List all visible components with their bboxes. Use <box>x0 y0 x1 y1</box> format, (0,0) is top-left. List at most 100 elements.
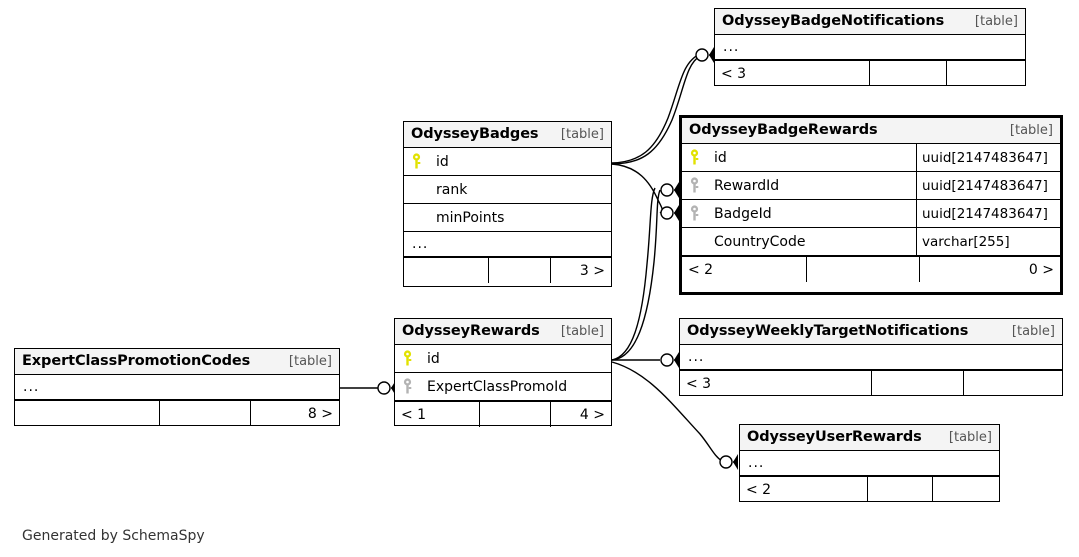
table-title: OdysseyBadgeNotifications <box>722 13 945 29</box>
table-type-tag: [table] <box>560 323 604 339</box>
column-name-cell: ... <box>680 349 1062 365</box>
footer-middle <box>807 257 920 282</box>
footer-middle <box>870 61 947 86</box>
footer-right <box>933 477 999 502</box>
no-key-spacer <box>689 233 705 251</box>
column-name: ... <box>748 455 765 471</box>
table-row[interactable]: id uuid[2147483647] <box>682 144 1060 172</box>
footer-right: 0 > <box>1028 261 1054 278</box>
column-name-cell: minPoints <box>404 209 611 227</box>
column-type: uuid[2147483647] <box>916 200 1060 227</box>
table-row[interactable]: minPoints <box>404 204 611 232</box>
table-OdysseyBadges[interactable]: OdysseyBadges [table] id rank minPoints <box>403 121 612 287</box>
column-name: CountryCode <box>714 233 806 250</box>
table-footer: < 3 <box>715 60 1025 86</box>
footer-right: 8 > <box>307 405 333 422</box>
table-header: ExpertClassPromotionCodes [table] <box>15 349 339 375</box>
table-ExpertClassPromotionCodes[interactable]: ExpertClassPromotionCodes [table] ... 8 … <box>14 348 340 426</box>
optional-circle <box>660 183 674 197</box>
column-name: ... <box>412 236 429 252</box>
table-title: OdysseyWeeklyTargetNotifications <box>687 323 969 339</box>
column-name-cell: BadgeId <box>682 204 916 223</box>
column-type: varchar[255] <box>916 228 1060 255</box>
table-footer: 8 > <box>15 400 339 426</box>
column-name-cell: ... <box>740 455 999 471</box>
table-header: OdysseyUserRewards [table] <box>740 425 999 451</box>
optional-circle <box>695 48 709 62</box>
table-OdysseyUserRewards[interactable]: OdysseyUserRewards [table] ... < 2 <box>739 424 1000 502</box>
table-row[interactable]: BadgeId uuid[2147483647] <box>682 200 1060 228</box>
table-header: OdysseyWeeklyTargetNotifications [table] <box>680 319 1062 345</box>
column-name-cell: id <box>682 148 916 167</box>
column-name-cell: RewardId <box>682 176 916 195</box>
table-row[interactable]: CountryCode varchar[255] <box>682 228 1060 256</box>
no-key-spacer <box>411 209 427 227</box>
table-header: OdysseyBadgeNotifications [table] <box>715 9 1025 35</box>
table-row[interactable]: id <box>404 148 611 176</box>
column-name: RewardId <box>714 177 780 194</box>
column-name: ... <box>23 379 40 395</box>
column-name-cell: ... <box>404 236 611 252</box>
footer-middle <box>872 371 964 396</box>
table-row[interactable]: ... <box>15 375 339 400</box>
table-row[interactable]: ... <box>715 35 1025 60</box>
table-row[interactable]: ... <box>740 451 999 476</box>
table-footer: < 2 <box>740 476 999 502</box>
column-name-cell: id <box>404 152 611 171</box>
footer-left <box>15 401 160 426</box>
table-row[interactable]: ... <box>680 345 1062 370</box>
column-name: ExpertClassPromoId <box>427 378 568 395</box>
table-type-tag: [table] <box>1011 323 1055 339</box>
table-OdysseyWeeklyTargetNotifications[interactable]: OdysseyWeeklyTargetNotifications [table]… <box>679 318 1063 396</box>
optional-circle <box>660 206 674 220</box>
footer-middle <box>868 477 933 502</box>
column-type: uuid[2147483647] <box>916 144 1060 171</box>
footer-middle <box>160 401 251 426</box>
table-header: OdysseyRewards [table] <box>395 319 611 345</box>
table-OdysseyRewards[interactable]: OdysseyRewards [table] id ExpertClassPro… <box>394 318 612 427</box>
optional-circle <box>377 381 391 395</box>
footer-right: 4 > <box>579 406 605 423</box>
foreign-key-icon <box>689 204 705 223</box>
table-row[interactable]: ... <box>404 232 611 257</box>
optional-circle <box>660 353 674 367</box>
footer-right <box>964 371 1062 396</box>
table-header: OdysseyBadges [table] <box>404 122 611 148</box>
table-type-tag: [table] <box>560 126 604 142</box>
footer-left: < 3 <box>715 61 870 86</box>
table-title: OdysseyRewards <box>402 323 540 339</box>
optional-circle <box>719 455 733 469</box>
column-name-cell: id <box>395 349 611 368</box>
table-title: OdysseyUserRewards <box>747 429 922 445</box>
primary-key-icon <box>689 148 705 167</box>
column-type: uuid[2147483647] <box>916 172 1060 199</box>
table-title: ExpertClassPromotionCodes <box>22 353 251 369</box>
column-name: id <box>427 350 440 367</box>
table-row[interactable]: RewardId uuid[2147483647] <box>682 172 1060 200</box>
table-type-tag: [table] <box>948 429 992 445</box>
table-footer: < 2 0 > <box>682 256 1060 282</box>
edge-rewards-to-badgerewards-rewardid <box>611 189 661 361</box>
column-name-cell: rank <box>404 181 611 199</box>
primary-key-icon <box>411 152 427 171</box>
column-name-cell: ... <box>715 39 1025 55</box>
table-OdysseyBadgeRewards[interactable]: OdysseyBadgeRewards [table] id uuid[2147… <box>679 115 1063 295</box>
table-row[interactable]: id <box>395 345 611 373</box>
edge-rewards-riser-strand <box>611 187 656 361</box>
crowsfoot <box>733 454 738 470</box>
table-type-tag: [table] <box>1009 122 1053 138</box>
footer-left: < 1 <box>395 402 480 427</box>
column-name: ... <box>723 39 740 55</box>
table-OdysseyBadgeNotifications[interactable]: OdysseyBadgeNotifications [table] ... < … <box>714 8 1026 86</box>
column-name: id <box>714 149 727 166</box>
foreign-key-icon <box>402 377 418 396</box>
table-row[interactable]: rank <box>404 176 611 204</box>
table-type-tag: [table] <box>974 13 1018 29</box>
foreign-key-icon <box>689 176 705 195</box>
column-name-cell: ExpertClassPromoId <box>395 377 611 396</box>
column-name-cell: ... <box>15 379 339 395</box>
column-name: rank <box>436 181 468 198</box>
footer-left: < 3 <box>680 371 872 396</box>
table-row[interactable]: ExpertClassPromoId <box>395 373 611 401</box>
